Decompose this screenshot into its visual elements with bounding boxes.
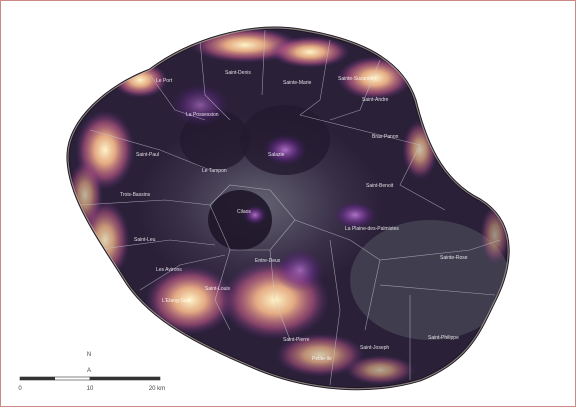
- glow-south-coast: [275, 333, 365, 377]
- label-etang-sale: L'Etang-Sale: [162, 298, 191, 304]
- glow-plaine: [333, 201, 377, 229]
- scale-tick-20: 20 km: [149, 386, 165, 392]
- label-bras-panon: Bras-Panon: [372, 134, 399, 140]
- label-petite-ile: Petite-Ile: [312, 356, 332, 362]
- label-cilaos: Cilaos: [237, 209, 251, 215]
- north-arrow-letter: N: [87, 352, 91, 358]
- label-saint-denis: Saint-Denis: [225, 70, 251, 76]
- cirque-cilaos: [208, 190, 272, 250]
- label-les-avirons: Les Avirons: [156, 267, 182, 273]
- label-trois-bassins: Trois-Bassins: [120, 192, 151, 198]
- glow-mafate: [170, 83, 230, 127]
- coastline: [67, 27, 509, 390]
- label-saint-paul: Saint-Paul: [136, 152, 159, 158]
- north-arrow: N A: [87, 352, 91, 374]
- label-saint-joseph: Saint-Joseph: [360, 345, 389, 351]
- glow-west-coast: [67, 160, 103, 230]
- scale-tick-10: 10: [87, 386, 94, 392]
- glow-cilaos: [243, 205, 267, 225]
- scale-bar: 0 10 20 km: [18, 376, 165, 392]
- label-saint-louis: Saint-Louis: [205, 286, 231, 292]
- label-salazie: Salazie: [268, 152, 285, 158]
- label-saint-pierre: Saint-Pierre: [283, 337, 310, 343]
- label-le-port: Le Port: [156, 78, 173, 84]
- label-la-possession: La Possession: [186, 112, 219, 118]
- glow-tampon: [275, 248, 325, 292]
- glow-salazie: [263, 134, 307, 166]
- label-sainte-marie: Sainte-Marie: [283, 80, 312, 86]
- label-saint-andre: Saint-Andre: [362, 97, 389, 103]
- label-saint-benoit: Saint-Benoit: [366, 183, 394, 189]
- label-plaine-des-palmistes: La Plaine-des-Palmistes: [345, 226, 399, 232]
- glow-east-coast: [480, 205, 509, 265]
- label-saint-philippe: Saint-Philippe: [428, 335, 459, 341]
- label-le-tampon: Le Tampon: [202, 168, 227, 174]
- north-arrow-icon: A: [87, 368, 91, 374]
- label-entre-deux: Entre-Deux: [255, 258, 281, 264]
- glow-saint-joseph: [345, 355, 415, 385]
- label-sainte-rose: Sainte-Rose: [440, 255, 468, 261]
- scale-tick-0: 0: [18, 386, 22, 392]
- glow-saint-louis: [145, 265, 235, 335]
- label-saint-leu: Saint-Leu: [134, 237, 156, 243]
- label-sainte-suzanne: Sainte-Suzanne: [338, 76, 374, 82]
- commune-boundaries: [79, 29, 501, 386]
- glow-sainte-marie: [270, 36, 350, 68]
